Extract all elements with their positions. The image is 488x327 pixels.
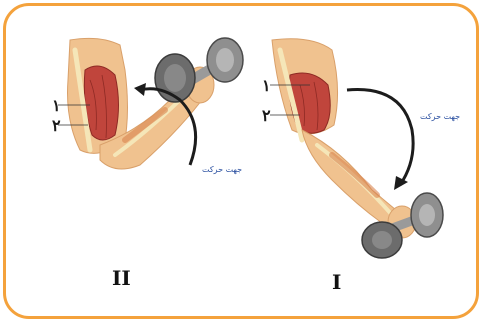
direction-label: جهت حرکت	[420, 112, 460, 121]
flexed-arm-panel: ۱ ۲ جهت حرکت	[30, 30, 250, 210]
flexed-arm-illustration	[30, 30, 250, 210]
label-2: ۲	[52, 118, 61, 134]
direction-label: جهت حرکت	[202, 165, 242, 174]
extended-arm-illustration	[262, 30, 462, 265]
label-1: ۱	[262, 78, 271, 94]
label-2: ۲	[262, 108, 271, 124]
caption-right: I	[332, 272, 341, 292]
direction-arrow	[347, 90, 413, 186]
caption-left: II	[112, 268, 131, 288]
label-1: ۱	[52, 98, 61, 114]
extended-arm-panel: ۱ ۲ جهت حرکت	[262, 30, 462, 265]
